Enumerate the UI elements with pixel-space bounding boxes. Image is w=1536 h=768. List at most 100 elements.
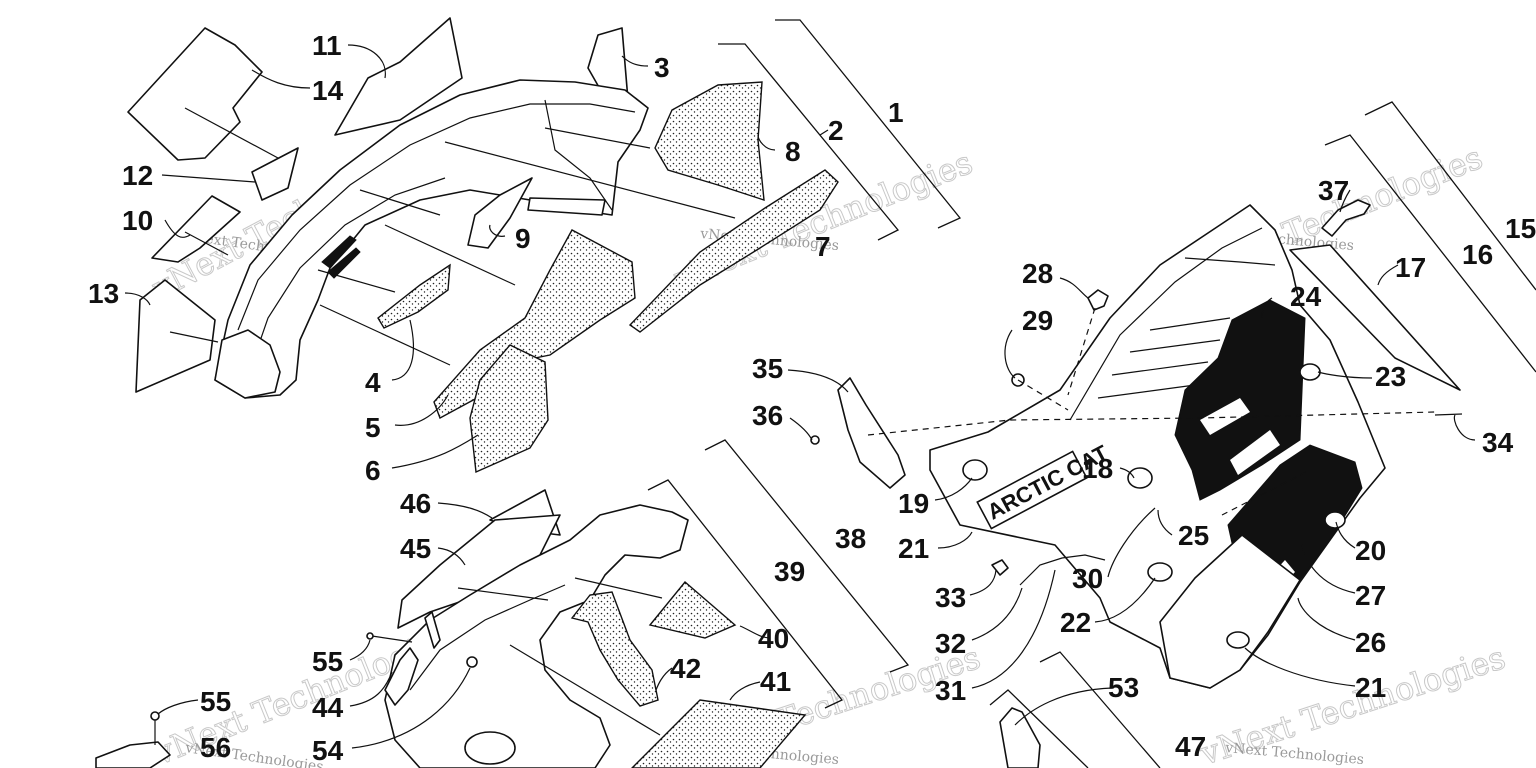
- side-panel-assembly: ARCTIC CAT: [810, 199, 1463, 689]
- panel-louver: [1111, 361, 1209, 376]
- callout-7: 7: [815, 231, 831, 262]
- leader-line: [1107, 507, 1156, 578]
- bumper-19: [962, 459, 988, 481]
- bracket-38: [704, 439, 910, 673]
- bracket-part-44: [384, 647, 419, 706]
- callout-9: 9: [515, 223, 531, 254]
- hood-assembly: [127, 17, 839, 474]
- leader-line: [1059, 277, 1089, 299]
- leader-line: [347, 44, 386, 79]
- decal-part-11: [334, 17, 463, 136]
- leader-line: [457, 587, 549, 601]
- leader-line: [1317, 371, 1373, 379]
- callout-41: 41: [760, 666, 791, 697]
- nose-lower: [214, 329, 281, 399]
- decal-part-45: [397, 514, 561, 629]
- callout-25: 25: [1178, 520, 1209, 551]
- clip-part-33: [991, 559, 1009, 576]
- leader-line: [391, 319, 414, 381]
- callout-12: 12: [122, 160, 153, 191]
- leader-line: [1004, 329, 1016, 379]
- bracket-47: [1039, 651, 1161, 768]
- panel-louver: [1129, 339, 1221, 353]
- callout-54: 54: [312, 735, 344, 766]
- bracket-16: [1324, 134, 1536, 373]
- leader-line: [184, 107, 279, 159]
- leader-line: [969, 569, 997, 596]
- callout-14: 14: [312, 75, 344, 106]
- callout-4: 4: [365, 367, 381, 398]
- foam-part-40: [648, 581, 737, 639]
- grouping-brackets: [647, 19, 1536, 768]
- foam-part-8: [654, 81, 765, 201]
- callout-leaders: [124, 44, 1476, 749]
- leader-line: [621, 55, 649, 67]
- alignment-line: [1221, 469, 1311, 516]
- callout-22: 22: [1060, 607, 1091, 638]
- callout-1: 1: [888, 97, 904, 128]
- callout-numbers: 1 2 3 4 5 6 7 8 9 10 11 12 13 14 15 16 1…: [88, 30, 1536, 766]
- hood-crease: [237, 103, 636, 331]
- leader-line: [317, 269, 396, 293]
- leader-line: [819, 129, 829, 136]
- decal-part-14: [127, 27, 263, 161]
- callout-21: 21: [1355, 672, 1386, 703]
- callout-55: 55: [200, 686, 231, 717]
- leader-line: [1335, 521, 1356, 549]
- leader-line: [1301, 544, 1356, 594]
- foam-part-6: [469, 344, 549, 474]
- callout-8: 8: [785, 136, 801, 167]
- callout-30: 30: [1072, 563, 1103, 594]
- callout-35: 35: [752, 353, 783, 384]
- callout-32: 32: [935, 628, 966, 659]
- rivet-part-55b: [150, 711, 160, 721]
- callout-15: 15: [1505, 213, 1536, 244]
- leader-line: [437, 502, 493, 519]
- belly-pan-hole: [464, 731, 516, 765]
- hood-shell: [214, 79, 649, 399]
- part-53: [999, 707, 1041, 768]
- leader-line: [787, 369, 849, 393]
- leader-line: [937, 531, 973, 549]
- leader-line: [124, 292, 151, 306]
- leader-line: [739, 625, 771, 639]
- belly-pan-crease: [409, 584, 566, 691]
- leader-line: [164, 219, 191, 238]
- callout-5: 5: [365, 412, 381, 443]
- pin-part-34: [1434, 413, 1463, 416]
- callout-38: 38: [835, 523, 866, 554]
- leader-line: [789, 417, 813, 441]
- decal-part-13: [135, 279, 216, 393]
- callout-21: 21: [898, 533, 929, 564]
- leader-line: [437, 547, 466, 566]
- leader-line: [1157, 509, 1173, 536]
- leader-line: [251, 69, 311, 89]
- leader-line: [1377, 264, 1399, 286]
- callout-3: 3: [654, 52, 670, 83]
- bumper-23: [1299, 363, 1321, 381]
- callout-27: 27: [1355, 580, 1386, 611]
- leader-line: [757, 134, 776, 151]
- plate-part-35: [837, 377, 906, 489]
- bumper-18: [1127, 467, 1153, 489]
- callout-40: 40: [758, 623, 789, 654]
- lower-side-panel: [1159, 534, 1301, 689]
- foam-part-4: [377, 263, 451, 329]
- foam-part-41: [631, 699, 807, 768]
- callout-44: 44: [312, 692, 344, 723]
- fastener-part-54: [466, 656, 478, 668]
- leader-line: [391, 434, 479, 469]
- leader-line: [544, 127, 651, 149]
- leader-line: [971, 587, 1023, 641]
- callout-23: 23: [1375, 361, 1406, 392]
- callout-16: 16: [1462, 239, 1493, 270]
- leader-line: [1119, 467, 1135, 479]
- alignment-line: [867, 411, 1436, 436]
- callout-18: 18: [1082, 453, 1113, 484]
- bracket-2: [718, 43, 900, 241]
- panel-louver: [1097, 384, 1196, 399]
- callout-20: 20: [1355, 535, 1386, 566]
- panel-ridge: [1184, 257, 1276, 266]
- leader-line: [161, 174, 256, 183]
- decal-part-17: [1289, 244, 1461, 391]
